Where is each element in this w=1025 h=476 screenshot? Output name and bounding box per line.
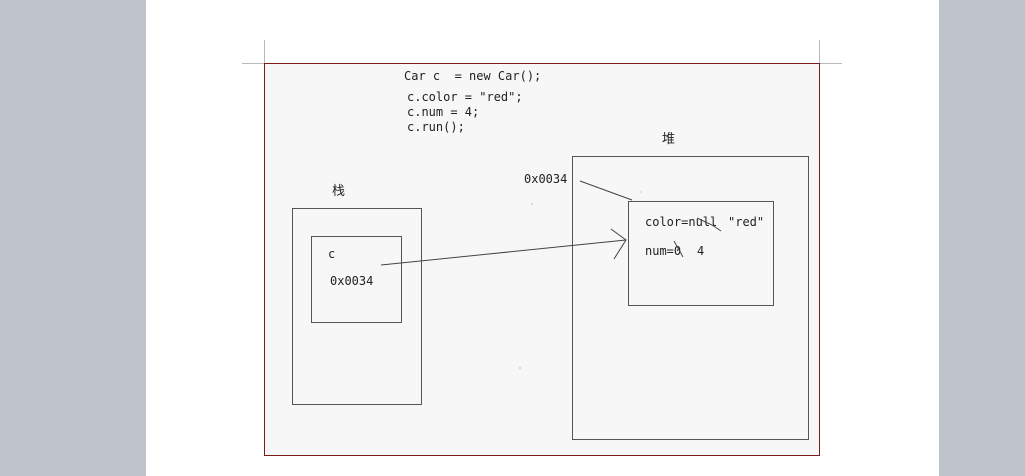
stack-frame-box: [311, 236, 402, 323]
heap-object-address: 0x0034: [524, 172, 568, 186]
code-line-new-car: Car c = new Car();: [404, 69, 542, 83]
stack-variable-value: 0x0034: [330, 274, 374, 288]
heap-box: [572, 156, 809, 440]
stack-label: 栈: [332, 184, 346, 199]
heap-label: 堆: [662, 132, 676, 147]
heap-color-field: color=null: [645, 215, 718, 229]
margin-mark-right-horizontal: [820, 63, 842, 64]
code-line-set-num: c.num = 4;: [407, 105, 480, 119]
stack-box: [292, 208, 422, 405]
heap-object-box: [628, 201, 774, 306]
code-line-run: c.run();: [407, 120, 465, 134]
stack-variable-name: c: [328, 247, 336, 261]
heap-color-new-value: "red": [728, 215, 765, 229]
code-line-set-color: c.color = "red";: [407, 90, 523, 104]
heap-num-new-value: 4: [697, 244, 705, 258]
margin-mark-right-vertical: [819, 40, 820, 63]
heap-num-field: num=0: [645, 244, 682, 258]
margin-mark-left-horizontal: [242, 63, 264, 64]
margin-mark-left-vertical: [264, 40, 265, 63]
